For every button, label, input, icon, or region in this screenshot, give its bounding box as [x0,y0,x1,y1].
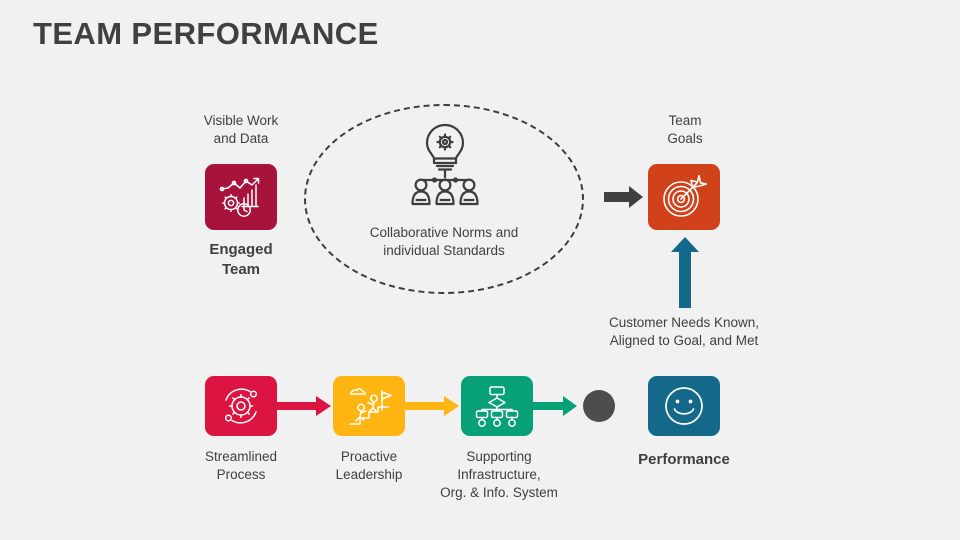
supporting-infrastructure-label: Supporting Infrastructure, Org. & Info. … [440,449,558,500]
engaged-team-label: Engaged Team [209,241,273,278]
arrow-right-icon-to-goals [604,185,644,214]
team-goals-caption: Team Goals [667,113,703,146]
gear-process-icon [220,385,262,427]
collaborative-norms-label: Collaborative Norms and individual Stand… [369,225,519,258]
org-chart-icon [475,385,519,427]
streamlined-process-label: Streamlined Process [204,449,278,482]
team-goals-icon-tile[interactable] [648,164,720,230]
engaged-team-icon-tile[interactable] [205,164,277,230]
customer-needs-note: Customer Needs Known, Aligned to Goal, a… [608,315,760,348]
people-climbing-flag-icon [346,385,392,427]
proactive-leadership-icon-tile[interactable] [333,376,405,436]
streamlined-process-icon-tile[interactable] [205,376,277,436]
lightbulb-gear-team-icon [410,122,480,219]
chart-gears-clock-icon [218,176,264,218]
proactive-leadership-label: Proactive Leadership [335,449,403,482]
target-dart-icon [661,175,707,219]
engaged-team-caption-above: Visible Work and Data [203,113,279,146]
performance-label: Performance [638,451,730,468]
supporting-infrastructure-icon-tile[interactable] [461,376,533,436]
arrow-right-icon-step1 [276,394,332,423]
arrow-up-icon [670,237,700,314]
arrow-right-icon-step3 [532,394,578,423]
smiley-face-icon [663,385,705,427]
gray-dot-node [583,390,615,422]
arrow-right-icon-step2 [404,394,460,423]
page-title: TEAM PERFORMANCE [33,16,379,51]
collaborative-norms-ellipse [304,104,584,294]
performance-icon-tile[interactable] [648,376,720,436]
